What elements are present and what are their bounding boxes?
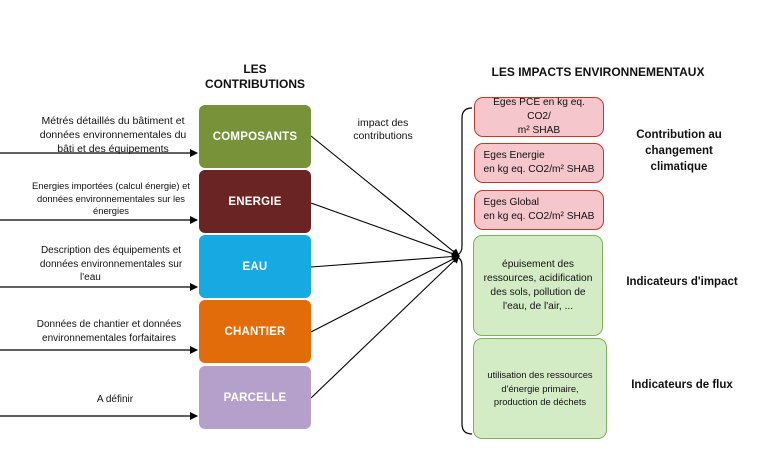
curly-brace xyxy=(451,107,473,435)
impact-indicators-line3: des sols, pollution de xyxy=(490,286,586,298)
contribution-energie: ENERGIE xyxy=(199,170,311,233)
input-description-2: Energies importées (calcul énergie) et d… xyxy=(22,180,200,218)
flux-indicators-line3: production de déchets xyxy=(493,396,587,408)
flux-indicators-line2: d'énergie primaire, xyxy=(501,382,579,394)
input-2-line3: énergies xyxy=(93,205,129,216)
impact-2-line1: Eges Energie xyxy=(483,150,545,161)
contributions-header-line2: CONTRIBUTIONS xyxy=(205,77,305,91)
contrib-arrow-3 xyxy=(310,252,460,268)
impact-indicators-line1: épuisement des xyxy=(502,258,574,270)
contrib-arrow-5 xyxy=(310,255,460,399)
contrib-arrow-1 xyxy=(310,135,460,257)
input-4-line1: Données de chantier et données xyxy=(36,319,182,330)
impact-indicators-box: épuisement des ressources, acidification… xyxy=(473,235,603,336)
input-3-line1: Description des équipements et xyxy=(40,245,182,256)
impact-indicators-label: Indicateurs d'impact xyxy=(626,276,738,288)
contrib-arrow-4 xyxy=(310,255,460,333)
input-description-1: Métrés détaillés du bâtiment et données … xyxy=(28,114,198,156)
climate-label-line2: changement xyxy=(645,145,713,157)
arrow-label-line2: contributions xyxy=(353,130,413,142)
contribution-parcelle: PARCELLE xyxy=(199,366,311,429)
impact-indicators-line4: l'eau, de l'air, ... xyxy=(502,300,574,312)
impact-box-eges-pce: Eges PCE en kg eq. CO2/m² SHAB xyxy=(474,97,604,137)
contributions-header-line1: LES xyxy=(243,62,267,76)
input-description-3: Description des équipements et données e… xyxy=(26,244,196,285)
arrow-label-line1: impact des xyxy=(357,117,409,129)
impact-1-line2: m² SHAB xyxy=(517,125,561,136)
impact-1-line1: Eges PCE en kg eq. CO2/ xyxy=(493,97,585,122)
input-1-line3: bâti et des équipements xyxy=(57,143,169,155)
impacts-header: LES IMPACTS ENVIRONNEMENTAUX xyxy=(491,65,705,79)
input-1-line1: Métrés détaillés du bâtiment et xyxy=(41,115,185,127)
impact-3-line2: en kg eq. CO2/m² SHAB xyxy=(483,211,595,222)
input-2-line2: données environnementales sur les xyxy=(36,192,185,204)
input-description-4: Données de chantier et données environne… xyxy=(24,318,194,345)
input-1-line2: données environnementales du xyxy=(39,129,187,141)
flux-indicators-label: Indicateurs de flux xyxy=(631,379,733,391)
contribution-eau: EAU xyxy=(199,235,311,298)
climate-label-line3: climatique xyxy=(650,161,708,173)
impact-box-eges-energie: Eges Energie en kg eq. CO2/m² SHAB xyxy=(474,143,604,183)
impact-3-line1: Eges Global xyxy=(483,197,540,208)
contribution-chantier: CHANTIER xyxy=(199,300,311,363)
flux-indicators-box: utilisation des ressources d'énergie pri… xyxy=(473,338,607,439)
input-description-5: A définir xyxy=(96,394,134,405)
contribution-composants: COMPOSANTS xyxy=(199,105,311,168)
impact-2-line2: en kg eq. CO2/m² SHAB xyxy=(483,164,595,175)
input-2-line1: Energies importées (calcul énergie) et xyxy=(32,180,190,191)
input-3-line2: données environnementales sur xyxy=(39,258,183,270)
impact-box-eges-global: Eges Global en kg eq. CO2/m² SHAB xyxy=(474,190,604,230)
climate-label-line1: Contribution au xyxy=(636,129,722,141)
impact-indicators-line2: ressources, acidification xyxy=(483,272,593,284)
climate-contribution-label: Contribution au changement climatique xyxy=(624,127,734,175)
input-4-line2: environnementales forfaitaires xyxy=(42,332,176,344)
input-3-line3: l'eau xyxy=(80,272,101,283)
arrow-label: impact des contributions xyxy=(338,117,428,143)
flux-indicators-line1: utilisation des ressources xyxy=(487,369,593,381)
contrib-arrow-2 xyxy=(310,202,460,258)
contributions-header: LES CONTRIBUTIONS xyxy=(190,62,320,92)
